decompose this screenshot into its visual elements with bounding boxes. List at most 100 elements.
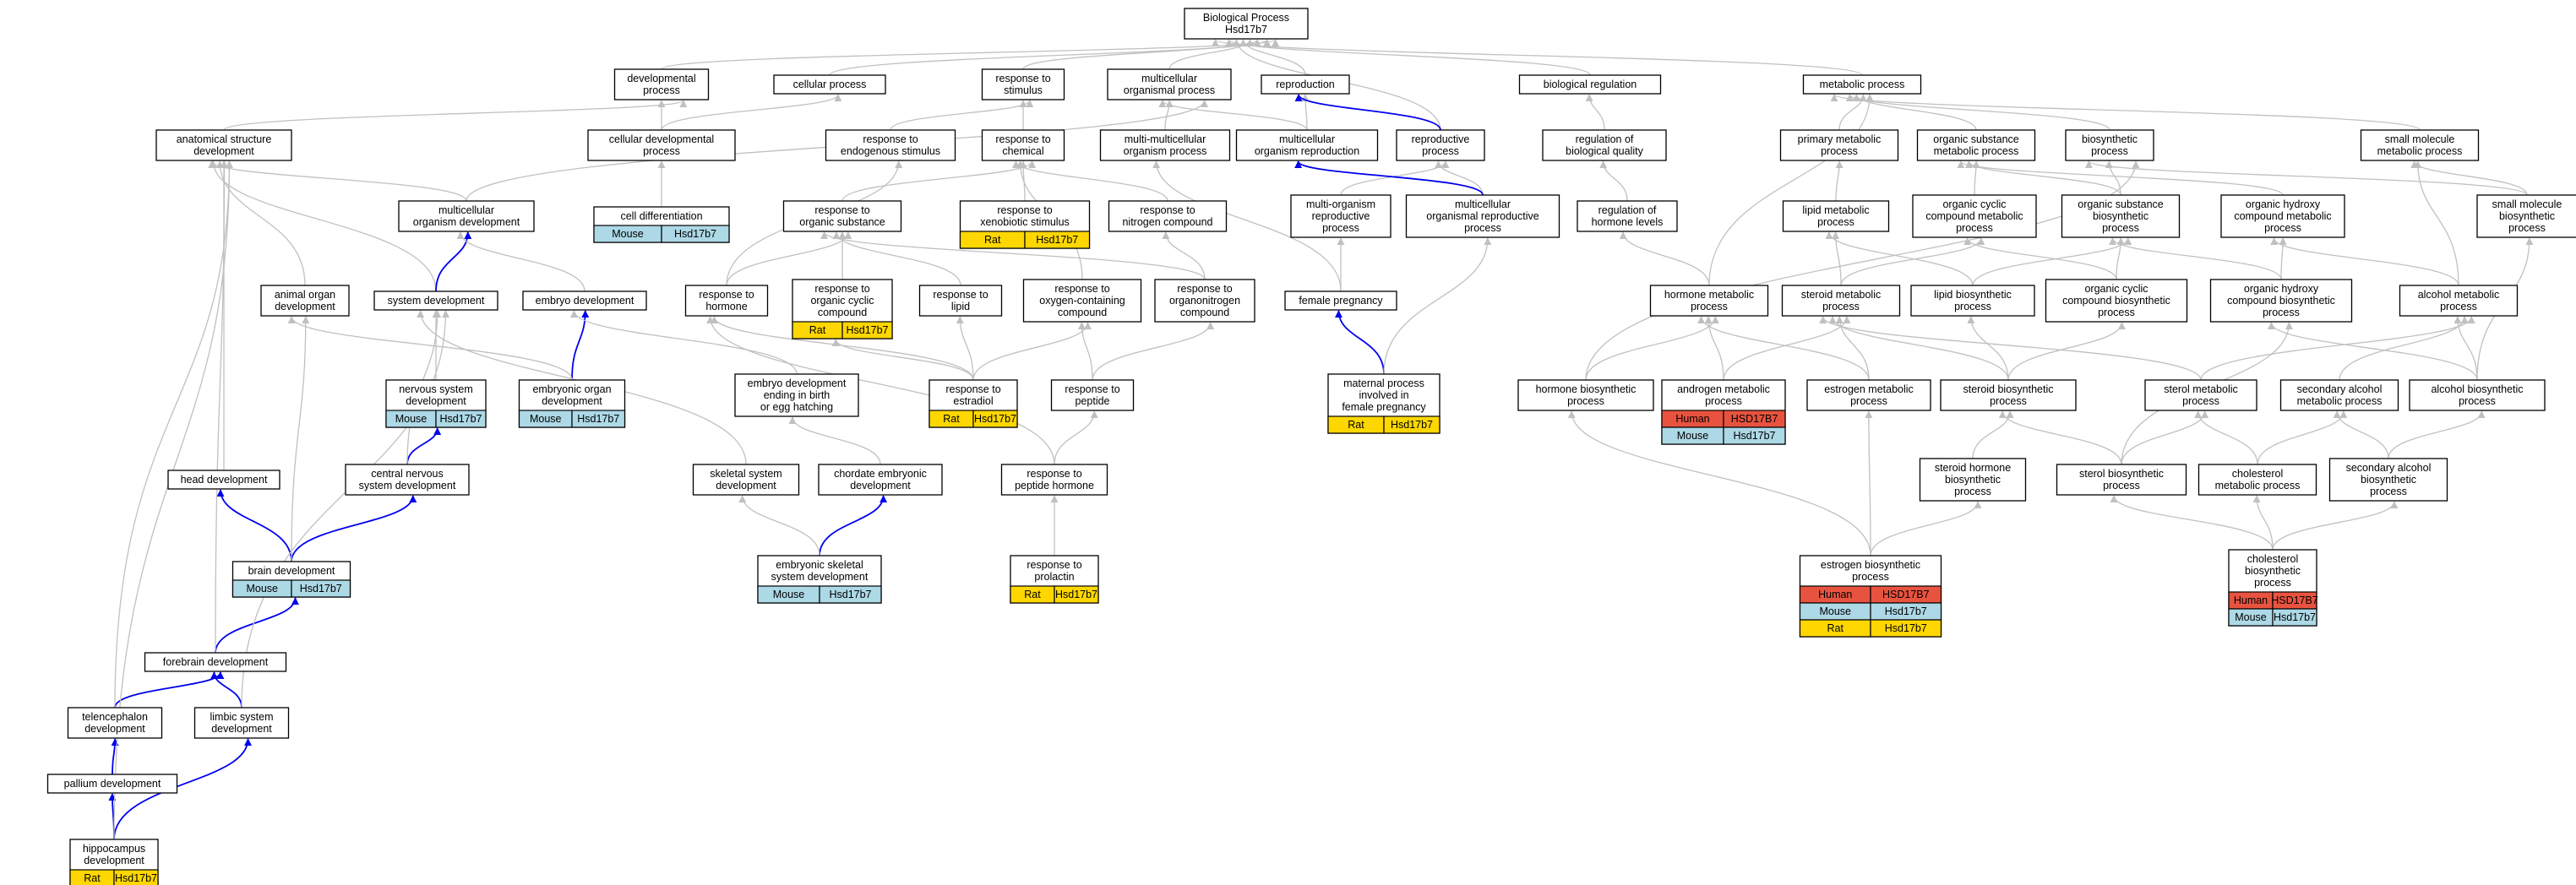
node-label-line: process [1464,222,1501,234]
gene-symbol: HSD17B7 [1882,589,1930,600]
node-label-line: biosynthetic [2082,133,2138,145]
node-pallium[interactable]: pallium development [46,774,178,794]
node-label-line: head development [181,474,268,486]
node-frame [2360,129,2480,161]
species-name: Rat [943,413,960,425]
node-repro[interactable]: reproduction [1261,74,1350,95]
node-frame [1107,68,1232,100]
node-metab[interactable]: metabolic process [1802,74,1922,95]
node-label-line: brain development [248,565,335,577]
node-label-line: process [643,145,680,157]
node-forebraindev[interactable]: forebrain development [144,652,287,672]
node-label-line: response to [995,133,1050,145]
node-label-line: system development [771,571,869,583]
node-headdev[interactable]: head development [167,470,280,490]
species-name: Rat [984,234,1001,246]
edge-secalcbiosyn-to-secalcmetab [2333,410,2389,459]
node-embryodev[interactable]: embryo development [522,290,647,311]
node-femalepreg[interactable]: female pregnancy [1284,290,1397,311]
edge-hormonebiosyn-to-hormonemetab [1585,316,1719,381]
node-label-line: process [2459,395,2496,407]
node-cellproc[interactable]: cellular process [773,74,886,95]
edge-maternal-to-femalepreg [1334,310,1385,375]
node-label-line: alcohol biosynthetic [2431,383,2523,395]
node-frame [1022,279,1142,323]
node-frame [155,129,292,161]
node-bioreg[interactable]: biological regulation [1518,74,1662,95]
node-frame [613,68,710,100]
node-sysdev[interactable]: system development [373,290,498,311]
